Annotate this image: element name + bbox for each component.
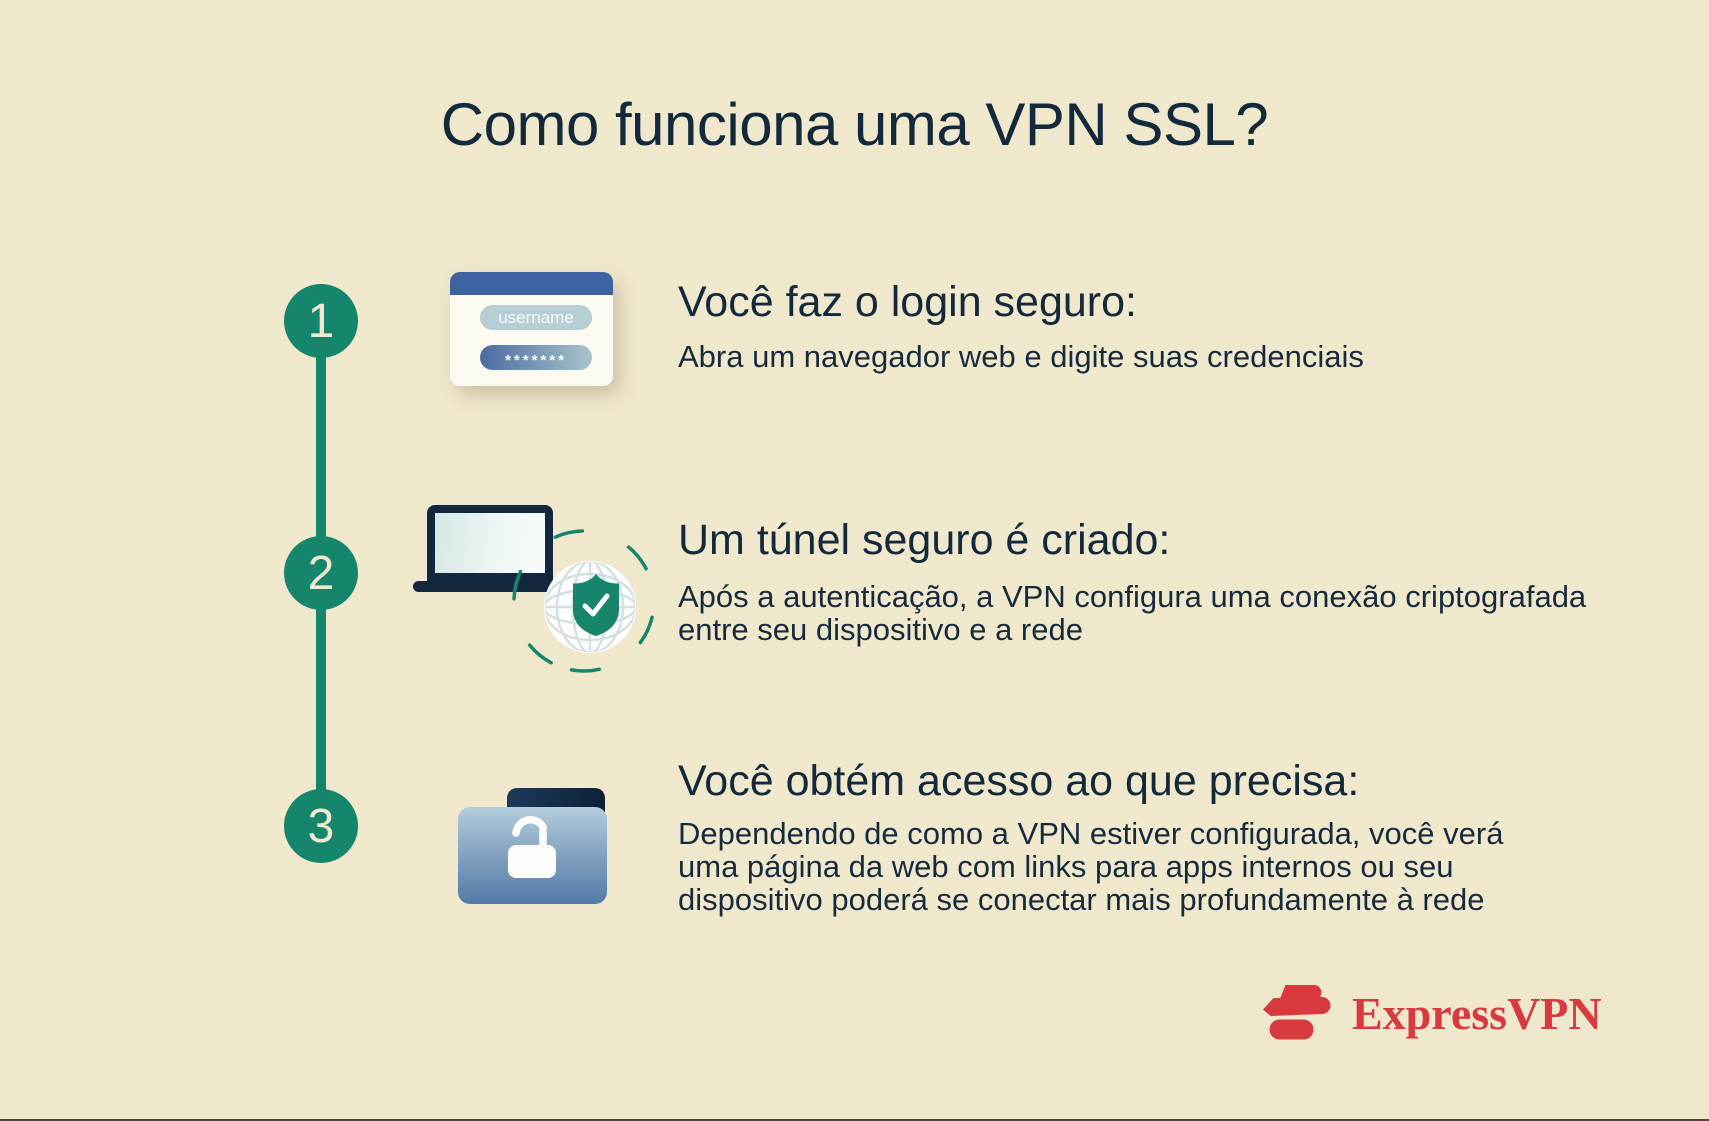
username-placeholder-text: username	[498, 307, 574, 327]
username-field: username	[480, 305, 592, 330]
page-title: Como funciona uma VPN SSL?	[440, 91, 1269, 158]
step-3-number: 3	[307, 799, 335, 853]
laptop-base	[413, 581, 567, 592]
step-1-description: Abra um navegador web e digite suas cred…	[678, 339, 1364, 374]
shield-check-icon	[573, 574, 619, 636]
login-form-icon: username *******	[450, 272, 613, 386]
open-padlock-icon	[508, 816, 556, 878]
expressvpn-logo-icon	[1263, 985, 1331, 1040]
bottom-border-line	[0, 1119, 1709, 1121]
password-field: *******	[480, 345, 592, 370]
laptop-icon	[427, 505, 553, 581]
step-2-description: Após a autenticação, a VPN configura uma…	[678, 579, 1587, 647]
step-3-description: Dependendo de como a VPN estiver configu…	[678, 816, 1504, 917]
dashed-circle-decoration	[512, 529, 656, 673]
step-1-heading: Você faz o login seguro:	[678, 278, 1137, 326]
step-3-heading: Você obtém acesso ao que precisa:	[678, 757, 1360, 805]
step-1-number: 1	[307, 294, 335, 348]
login-form-titlebar	[450, 272, 613, 295]
step-2-number-badge: 2	[284, 536, 358, 610]
step-2-number: 2	[307, 546, 335, 600]
step-3-number-badge: 3	[284, 789, 358, 863]
password-mask-text: *******	[505, 352, 567, 369]
expressvpn-wordmark: ExpressVPN	[1352, 988, 1602, 1039]
step-1-number-badge: 1	[284, 284, 358, 358]
step-2-heading: Um túnel seguro é criado:	[678, 516, 1171, 564]
